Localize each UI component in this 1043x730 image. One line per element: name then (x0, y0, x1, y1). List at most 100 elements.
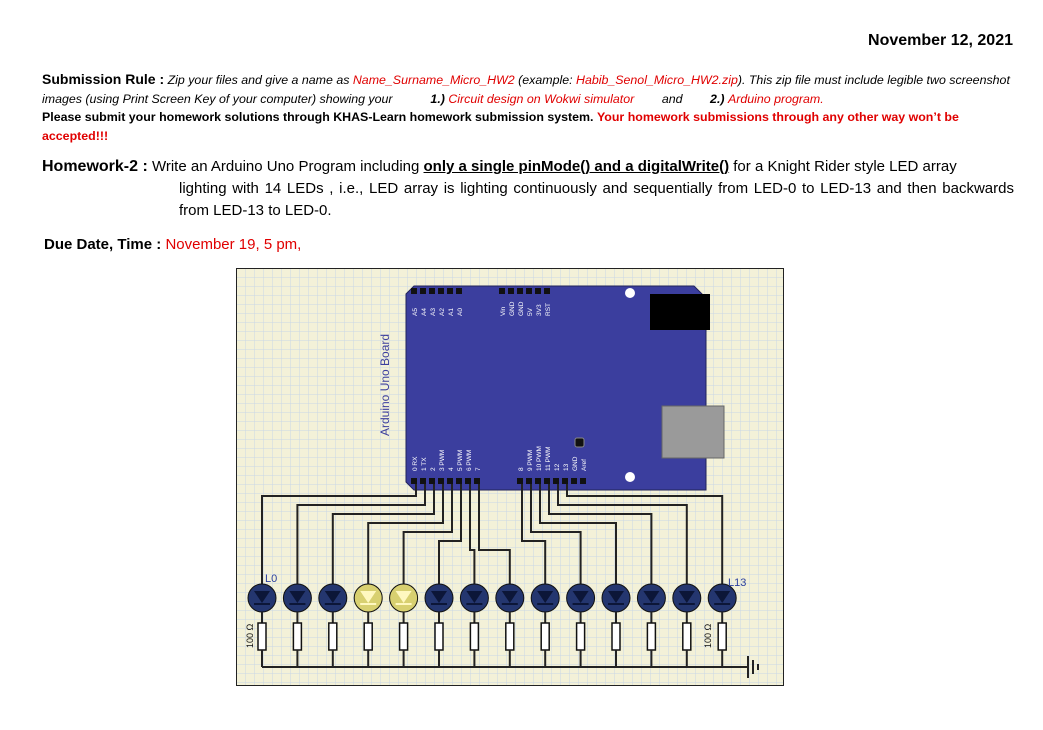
resistor (328, 622, 338, 651)
wire (548, 484, 653, 584)
resistor (505, 622, 515, 651)
header-pin (429, 288, 435, 294)
pin-label: 10 PWM (536, 446, 543, 471)
pin-label: 0 RX (412, 456, 419, 471)
header-pin (544, 478, 550, 484)
pin-label: 11 PWM (545, 447, 552, 471)
rule-text-2: (example: (518, 73, 573, 87)
wire (469, 484, 476, 584)
led (318, 583, 348, 667)
header-pin (420, 288, 426, 294)
header-pin (429, 478, 435, 484)
due-date-label: Due Date, Time : (44, 236, 162, 253)
header-pin (499, 288, 505, 294)
pin-label: GND (509, 301, 516, 316)
resistor (398, 622, 409, 651)
resistor-label-first: 100 Ω (245, 623, 255, 648)
wire (557, 484, 688, 584)
homework-label: Homework-2 : (42, 158, 148, 175)
header-pin (465, 478, 471, 484)
header-pin (456, 478, 462, 484)
mounting-hole (625, 472, 635, 482)
pin-label: 9 PWM (527, 450, 534, 471)
resistor-label-last: 100 Ω (703, 623, 713, 648)
header-pin (447, 288, 453, 294)
wire (539, 484, 617, 584)
rule-submission-system: Please submit your homework solutions th… (42, 110, 594, 124)
header-pin (420, 478, 426, 484)
pin-label: 5 PWM (457, 450, 464, 471)
led (566, 583, 596, 667)
rule-item-1-number: 1.) (430, 91, 445, 106)
pin-label: 12 (554, 463, 561, 471)
rule-item-2: Arduino program. (727, 91, 824, 106)
rule-item-1: Circuit design on Wokwi simulator (448, 91, 635, 106)
wire (566, 484, 724, 584)
led (247, 583, 277, 667)
pin-label: A5 (412, 308, 419, 316)
pin-label: 6 PWM (466, 450, 473, 471)
led (424, 583, 454, 667)
resistor (469, 622, 480, 651)
submission-rule-label: Submission Rule : (42, 71, 165, 87)
due-date: Due Date, Time : November 19, 5 pm, (44, 236, 301, 253)
led (495, 583, 525, 667)
rule-filename-example: Habib_Senol_Micro_HW2.zip (576, 73, 738, 87)
mounting-hole (625, 288, 635, 298)
led-last-label: L13 (728, 577, 746, 589)
resistor (646, 622, 657, 651)
resistor (292, 622, 303, 651)
header-pin (474, 478, 480, 484)
header-pin (438, 288, 444, 294)
pin-label: 8 (518, 467, 525, 471)
wire (331, 484, 435, 584)
board-label: Arduino Uno Board (378, 334, 392, 436)
wire (402, 484, 453, 584)
wire (367, 484, 444, 584)
header-pin (517, 288, 523, 294)
rule-text-3: ). This zip file must include legible (737, 73, 924, 87)
led (282, 583, 312, 667)
document-date: November 12, 2021 (868, 32, 1013, 49)
resistor (540, 622, 550, 651)
led-array (247, 583, 737, 667)
power-jack (650, 294, 710, 330)
resistor (434, 622, 444, 651)
pin-label: RST (545, 303, 552, 316)
header-pin (580, 478, 586, 484)
submission-rule: Submission Rule : Zip your files and giv… (42, 70, 1014, 145)
reset-button (574, 437, 585, 448)
header-pin (438, 478, 444, 484)
pin-label: A2 (439, 308, 446, 316)
header-pin (553, 478, 559, 484)
pin-label: GND (518, 301, 525, 316)
pin-label: Vin (500, 306, 507, 316)
rule-text-4: two screenshot images (using Print Scree… (42, 73, 1010, 106)
led-first-label: L0 (265, 573, 277, 585)
pin-label: 2 (430, 467, 437, 471)
pin-label: 7 (475, 467, 482, 471)
led-wires (261, 484, 731, 668)
wire (261, 484, 417, 584)
rule-filename-format: Name_Surname_Micro_HW2 (352, 73, 515, 87)
wire (521, 484, 547, 584)
resistor (717, 622, 727, 651)
header-pin (535, 478, 541, 484)
header-pin (526, 478, 532, 484)
led (636, 583, 666, 667)
led (353, 583, 383, 667)
header-pin (508, 288, 514, 294)
led (601, 583, 631, 667)
led (459, 583, 489, 667)
resistor (682, 622, 692, 651)
rule-text-5: and (661, 91, 683, 106)
pin-label: 1 TX (421, 457, 428, 471)
wire (296, 484, 426, 584)
led (672, 583, 702, 667)
header-pin (517, 478, 523, 484)
pin-label: Aref (581, 459, 588, 471)
